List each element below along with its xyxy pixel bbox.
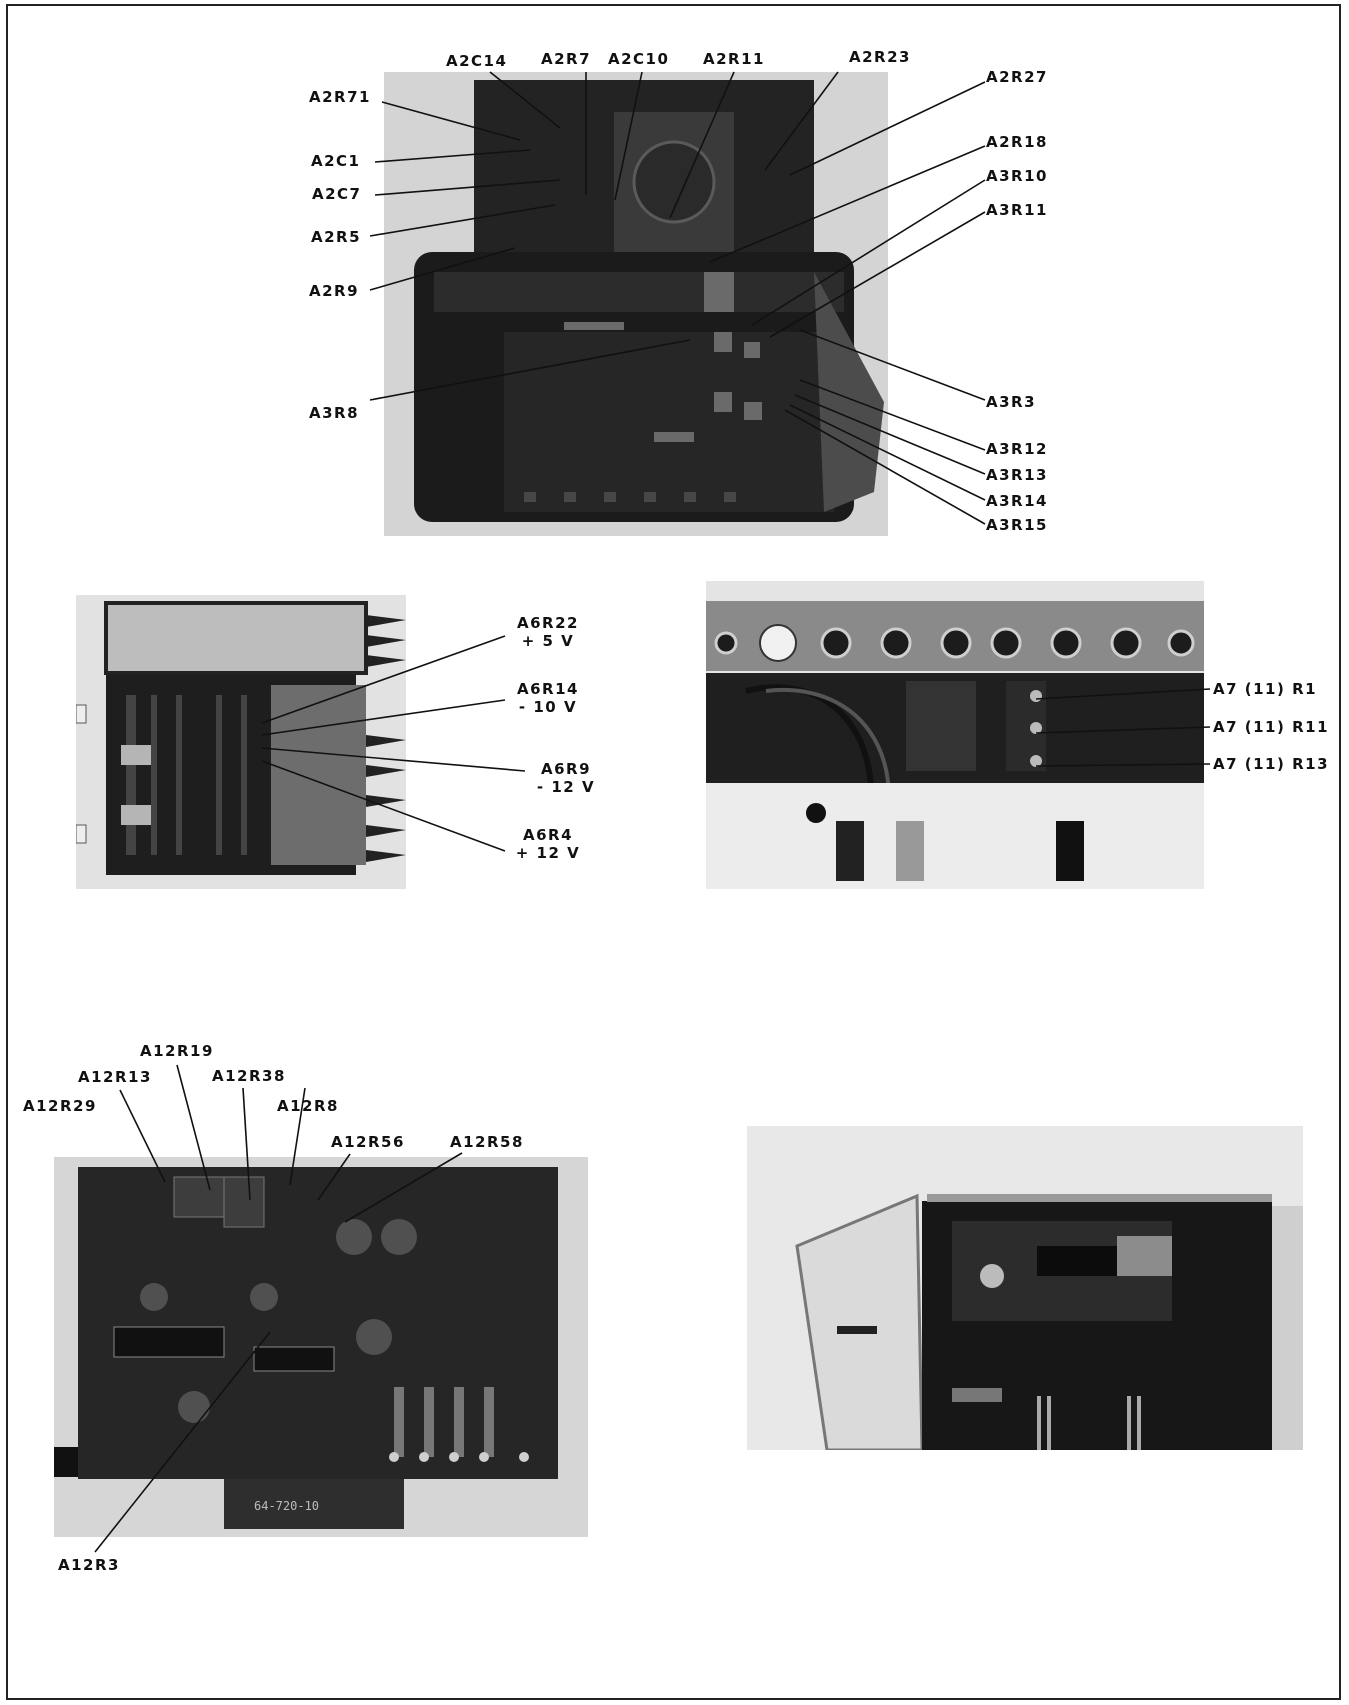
label-a12r13: A12R13: [78, 1068, 152, 1086]
label-a2r27: A2R27: [986, 68, 1048, 86]
photo-unit-open: [747, 1126, 1303, 1450]
a12-board-drawing: 64-720-10: [54, 1157, 588, 1537]
label-a2r18: A2R18: [986, 133, 1048, 151]
label-a12r29: A12R29: [23, 1097, 97, 1115]
label-a3r14: A3R14: [986, 492, 1048, 510]
photo-a12-board: 64-720-10: [54, 1157, 588, 1537]
label-a12r3: A12R3: [58, 1556, 120, 1574]
chassis-adjust-drawing: [706, 581, 1204, 889]
label-a2c14: A2C14: [446, 52, 508, 70]
label-a2r23: A2R23: [849, 48, 911, 66]
assembly-top-drawing: [384, 72, 888, 536]
label-a6r4: A6R4 + 12 V: [508, 826, 588, 862]
label-a3r13: A3R13: [986, 466, 1048, 484]
label-a12r56: A12R56: [331, 1133, 405, 1151]
label-a3r15: A3R15: [986, 516, 1048, 534]
label-a2r5: A2R5: [311, 228, 362, 246]
label-a2r71: A2R71: [309, 88, 371, 106]
photo-power-supply: [76, 595, 406, 889]
label-a6r14-value: - 10 V: [518, 698, 578, 716]
label-a6r14: A6R14 - 10 V: [508, 680, 588, 716]
label-a7-11-r11: A7 (11) R11: [1213, 718, 1329, 736]
label-a7-11-r13: A7 (11) R13: [1213, 755, 1329, 773]
page-border: [6, 4, 1341, 1700]
label-a2c7: A2C7: [312, 185, 362, 203]
label-a2c1: A2C1: [311, 152, 361, 170]
label-a6r14-ref: A6R14: [517, 680, 579, 698]
label-a2c10: A2C10: [608, 50, 670, 68]
unit-open-drawing: [747, 1126, 1303, 1450]
label-a12r38: A12R38: [212, 1067, 286, 1085]
label-a6r9-value: - 12 V: [536, 778, 596, 796]
label-a2r7: A2R7: [541, 50, 592, 68]
label-a6r4-value: + 12 V: [515, 844, 581, 862]
label-a6r22-ref: A6R22: [517, 614, 579, 632]
label-a6r4-ref: A6R4: [522, 826, 574, 844]
label-a6r22: A6R22 + 5 V: [508, 614, 588, 650]
label-a2r11: A2R11: [703, 50, 765, 68]
label-a3r11: A3R11: [986, 201, 1048, 219]
label-a2r9: A2R9: [309, 282, 360, 300]
photo-chassis-adjust: [706, 581, 1204, 889]
label-a3r10: A3R10: [986, 167, 1048, 185]
board-marking: 64-720-10: [254, 1499, 319, 1513]
label-a6r9-ref: A6R9: [540, 760, 592, 778]
label-a7-11-r1: A7 (11) R1: [1213, 680, 1318, 698]
label-a6r22-value: + 5 V: [521, 632, 575, 650]
label-a3r3: A3R3: [986, 393, 1037, 411]
photo-assembly-top: [384, 72, 888, 536]
label-a3r12: A3R12: [986, 440, 1048, 458]
power-supply-drawing: [76, 595, 406, 889]
label-a12r58: A12R58: [450, 1133, 524, 1151]
label-a12r8: A12R8: [277, 1097, 339, 1115]
label-a3r8: A3R8: [309, 404, 360, 422]
label-a6r9: A6R9 - 12 V: [526, 760, 606, 796]
label-a12r19: A12R19: [140, 1042, 214, 1060]
